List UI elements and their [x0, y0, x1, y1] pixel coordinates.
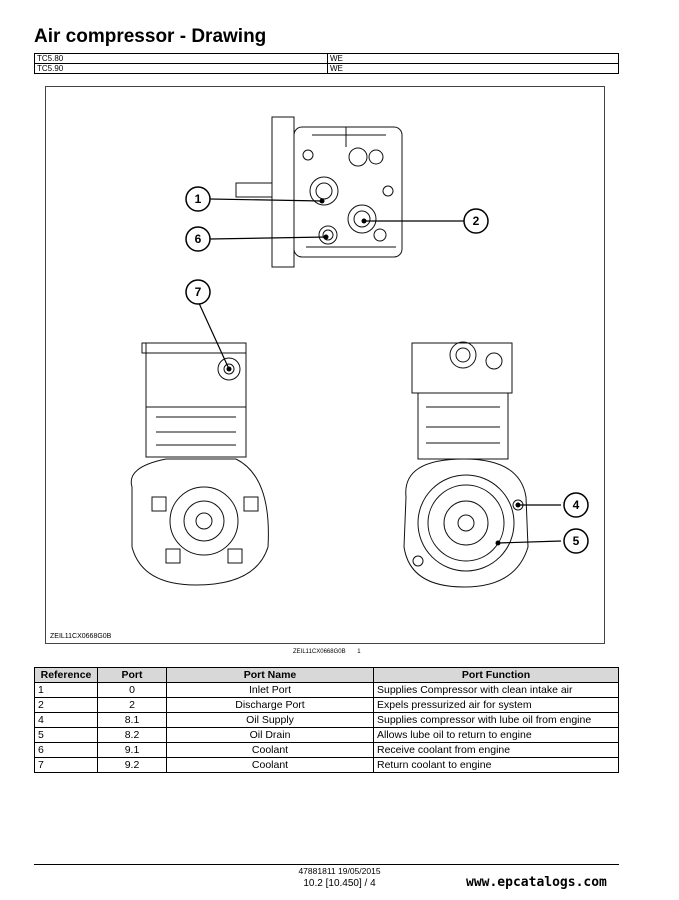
column-header-port: Port [97, 667, 167, 683]
port-name-cell: Coolant [166, 757, 374, 773]
port-name-cell: Coolant [166, 742, 374, 758]
table-row: 1 0 Inlet Port Supplies Compressor with … [34, 682, 619, 698]
table-row: 7 9.2 Coolant Return coolant to engine [34, 757, 619, 773]
port-function-cell: Supplies compressor with lube oil from e… [373, 712, 619, 728]
compressor-top-view [235, 116, 403, 268]
model-cell: TC5.90 [34, 63, 328, 74]
port-cell: 2 [97, 697, 167, 713]
figure-code: ZEIL11CX0668G0B [50, 633, 112, 640]
table-row: TC5.90 WE [34, 63, 619, 74]
port-cell: 8.1 [97, 712, 167, 728]
column-header-reference: Reference [34, 667, 98, 683]
callout-1: 1 [195, 192, 202, 206]
model-applicability-table: TC5.80 WE TC5.90 WE [34, 53, 619, 74]
port-cell: 9.1 [97, 742, 167, 758]
figure-caption-number: 1 [357, 649, 361, 655]
compressor-illustration: 1 2 6 7 4 5 [130, 116, 589, 588]
model-cell: TC5.80 [34, 53, 328, 64]
table-header-row: Reference Port Port Name Port Function [34, 667, 619, 683]
page-title: Air compressor - Drawing [34, 26, 267, 47]
port-function-cell: Supplies Compressor with clean intake ai… [373, 682, 619, 698]
table-row: 5 8.2 Oil Drain Allows lube oil to retur… [34, 727, 619, 743]
compressor-front-view [403, 341, 529, 588]
port-name-cell: Inlet Port [166, 682, 374, 698]
document-reference: 47881811 19/05/2015 [298, 866, 381, 876]
reference-cell: 5 [34, 727, 98, 743]
port-cell: 9.2 [97, 757, 167, 773]
port-function-cell: Return coolant to engine [373, 757, 619, 773]
table-row: 2 2 Discharge Port Expels pressurized ai… [34, 697, 619, 713]
port-function-cell: Receive coolant from engine [373, 742, 619, 758]
reference-cell: 1 [34, 682, 98, 698]
port-name-cell: Discharge Port [166, 697, 374, 713]
reference-cell: 7 [34, 757, 98, 773]
table-row: 6 9.1 Coolant Receive coolant from engin… [34, 742, 619, 758]
callout-6: 6 [195, 232, 202, 246]
callout-2: 2 [473, 214, 480, 228]
column-header-port-name: Port Name [166, 667, 374, 683]
watermark-text: www.epcatalogs.com [466, 875, 607, 890]
footer-divider [34, 864, 619, 865]
port-cell: 0 [97, 682, 167, 698]
reference-cell: 6 [34, 742, 98, 758]
column-header-port-function: Port Function [373, 667, 619, 683]
table-row: 4 8.1 Oil Supply Supplies compressor wit… [34, 712, 619, 728]
port-name-cell: Oil Supply [166, 712, 374, 728]
region-cell: WE [327, 63, 619, 74]
port-reference-table: Reference Port Port Name Port Function 1… [34, 667, 619, 773]
port-function-cell: Allows lube oil to return to engine [373, 727, 619, 743]
compressor-side-view [130, 342, 269, 586]
figure-caption-code: ZEIL11CX0668G0B [293, 649, 346, 655]
page-reference: 10.2 [10.450] / 4 [303, 878, 376, 889]
reference-cell: 4 [34, 712, 98, 728]
port-cell: 8.2 [97, 727, 167, 743]
callout-4: 4 [573, 498, 580, 512]
callout-7: 7 [195, 285, 202, 299]
port-name-cell: Oil Drain [166, 727, 374, 743]
port-function-cell: Expels pressurized air for system [373, 697, 619, 713]
compressor-drawing: 1 2 6 7 4 5 ZEIL11CX0668G0B [45, 86, 605, 644]
region-cell: WE [327, 53, 619, 64]
callout-5: 5 [573, 534, 580, 548]
reference-cell: 2 [34, 697, 98, 713]
table-row: TC5.80 WE [34, 53, 619, 64]
figure-caption: ZEIL11CX0668G0B 1 [293, 649, 361, 655]
